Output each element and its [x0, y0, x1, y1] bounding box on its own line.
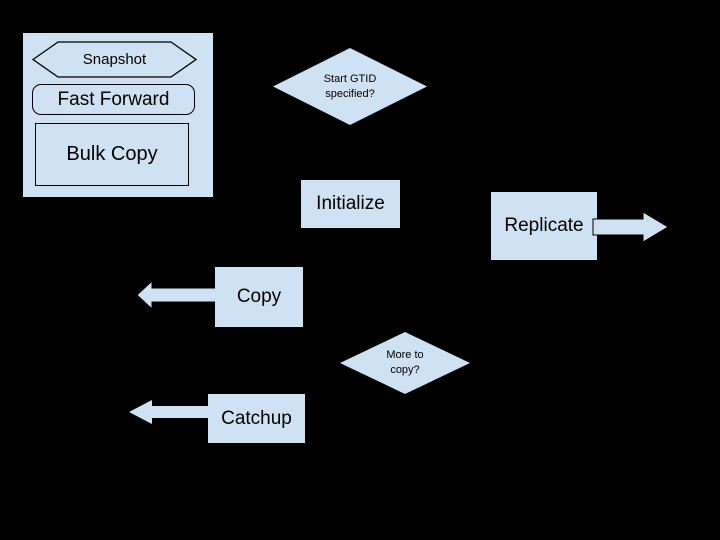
- legend-box: Snapshot Fast Forward Bulk Copy: [23, 33, 213, 197]
- arrow-left-icon: [136, 280, 218, 310]
- step-copy: Copy: [215, 267, 303, 327]
- decision-start-gtid-line1: Start GTID: [323, 72, 377, 85]
- arrow-left-icon: [128, 399, 215, 425]
- step-replicate: Replicate: [491, 192, 597, 260]
- hexagon-icon: [32, 41, 197, 78]
- legend-bulk-copy-label: Bulk Copy: [66, 143, 158, 165]
- step-replicate-label: Replicate: [504, 215, 584, 236]
- decision-start-gtid-line2: specified?: [325, 87, 375, 100]
- legend-fast-forward-label: Fast Forward: [57, 88, 170, 110]
- arrow-right-icon: [592, 208, 670, 244]
- decision-more-to-copy-line2: copy?: [390, 364, 420, 376]
- step-initialize: Initialize: [301, 180, 400, 228]
- legend-snapshot-label: Snapshot: [82, 51, 147, 68]
- step-copy-label: Copy: [236, 286, 282, 307]
- step-catchup-label: Catchup: [221, 407, 292, 429]
- decision-more-to-copy-line1: More to: [386, 349, 424, 361]
- step-initialize-label: Initialize: [316, 193, 385, 214]
- legend-item-bulk-copy: Bulk Copy: [35, 123, 189, 186]
- step-catchup: Catchup: [208, 394, 305, 443]
- legend-item-fast-forward: Fast Forward: [32, 84, 195, 115]
- legend-item-snapshot: Snapshot: [32, 41, 197, 78]
- decision-start-gtid: Start GTID specified?: [273, 48, 427, 125]
- decision-more-to-copy: More to copy?: [340, 332, 470, 394]
